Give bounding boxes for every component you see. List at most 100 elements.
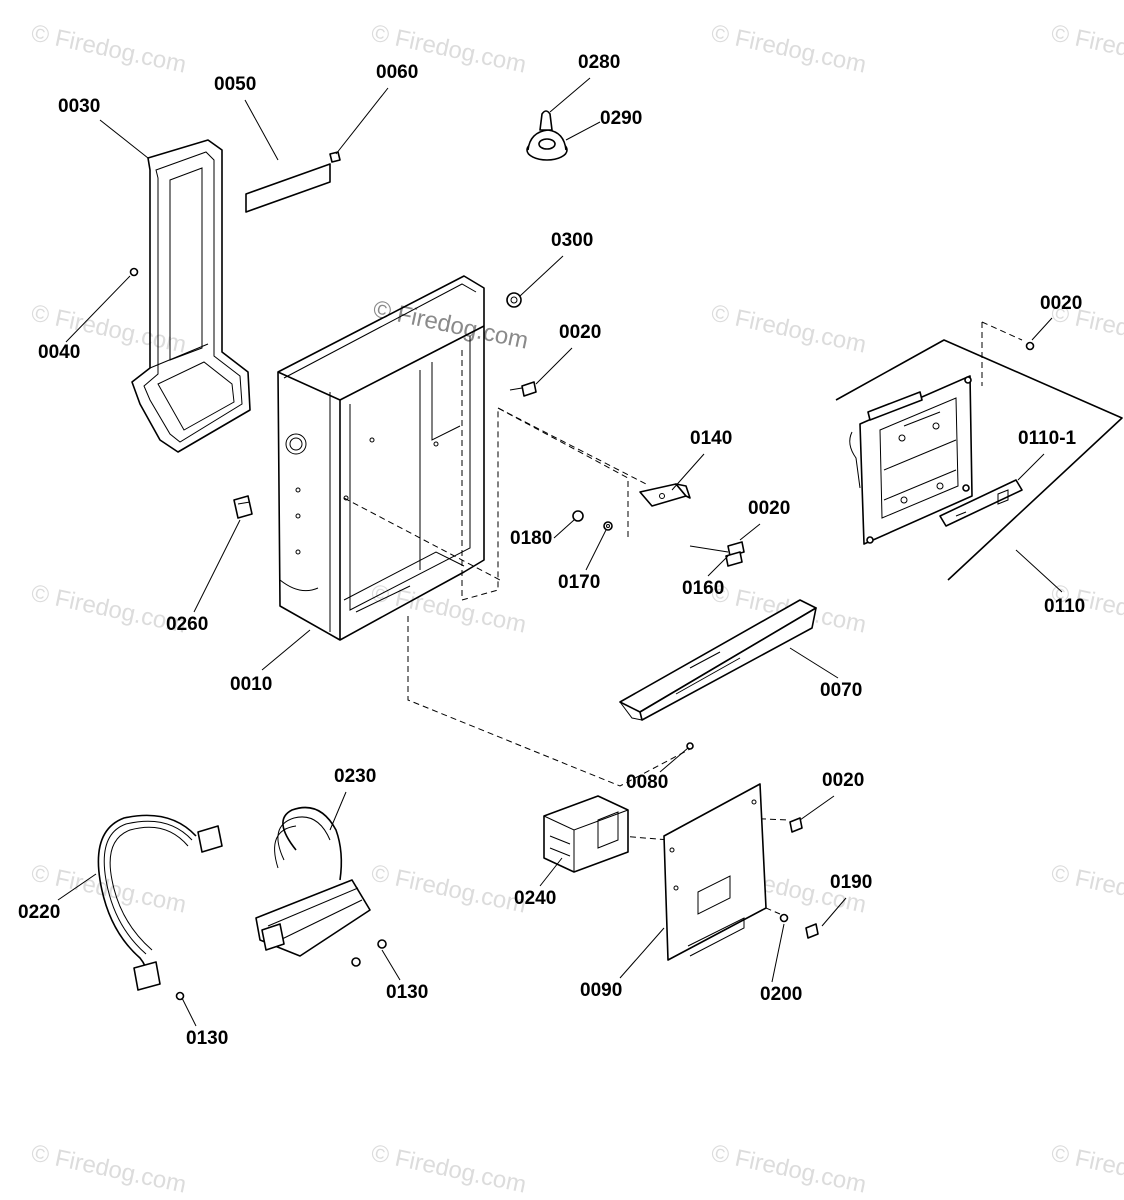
leader-line: [553, 519, 575, 539]
part-0070-channel: [619, 599, 817, 721]
part-label-0280: 0280: [578, 52, 620, 73]
part-0130-screws-b: [351, 939, 387, 967]
part-label-0240: 0240: [514, 888, 556, 909]
part-0300-nut: [506, 292, 522, 308]
part-label-0300: 0300: [551, 230, 593, 251]
part-0060-clip: [329, 151, 341, 163]
part-label-0140: 0140: [690, 428, 732, 449]
part-0240-relay: [543, 795, 629, 873]
part-label-0170: 0170: [558, 572, 600, 593]
part-label-0020: 0020: [748, 498, 790, 519]
leader-line: [565, 121, 601, 141]
leader-line: [535, 347, 573, 385]
leader-line: [244, 99, 279, 161]
part-label-0180: 0180: [510, 528, 552, 549]
leader-line: [1017, 453, 1045, 481]
part-0220-harness: [97, 814, 223, 991]
part-label-0190: 0190: [830, 872, 872, 893]
leader-line: [539, 857, 563, 887]
watermark-center: © Firedog.com: [371, 295, 531, 354]
part-label-0080: 0080: [626, 772, 668, 793]
part-label-0110: 0110: [1044, 596, 1085, 617]
part-label-0220: 0220: [18, 902, 60, 923]
part-label-0040: 0040: [38, 342, 80, 363]
part-label-0060: 0060: [376, 62, 418, 83]
part-0230-harness: [255, 806, 371, 957]
watermark: © Firedog.com: [709, 1139, 869, 1198]
leader-line: [193, 519, 241, 613]
leader-line: [329, 791, 347, 831]
watermark-layer: © Firedog.com © Firedog.com © Firedog.com ©…: [29, 19, 1124, 1198]
part-0010-housing: [277, 275, 485, 641]
leader-line: [771, 923, 785, 983]
part-0050-gasket: [245, 163, 331, 213]
part-0160-screws: [689, 541, 745, 567]
leader-line: [585, 529, 607, 571]
part-0020-screw-a: [509, 381, 537, 397]
part-label-0290: 0290: [600, 108, 642, 129]
part-0170-washer: [603, 521, 613, 531]
leader-line: [739, 523, 761, 541]
part-label-0070: 0070: [820, 680, 862, 701]
part-label-0200: 0200: [760, 984, 802, 1005]
part-0290-knob: [526, 129, 568, 161]
part-labels: 0030 0050 0060 0280 0290 0300 0020 0040 0020 0140…: [18, 52, 1085, 1049]
part-label-0020: 0020: [822, 770, 864, 791]
part-label-0090: 0090: [580, 980, 622, 1001]
leader-line: [549, 77, 591, 113]
watermark: © Firedog.com: [709, 19, 869, 78]
leader-line: [1031, 317, 1053, 341]
part-0140-bracket: [639, 483, 691, 507]
watermark: © Firedog.com: [1049, 19, 1124, 78]
watermark: © Firedog.com: [369, 859, 529, 918]
part-label-0030: 0030: [58, 96, 100, 117]
leader-line: [335, 87, 389, 155]
leader-line: [1015, 549, 1063, 593]
leader-line: [707, 555, 729, 577]
part-label-0130: 0130: [386, 982, 428, 1003]
part-label-0260: 0260: [166, 614, 208, 635]
part-0020-screw-plate: [789, 817, 803, 833]
part-0190-screw: [805, 923, 819, 939]
watermark: © Firedog.com: [1049, 859, 1124, 918]
part-0110-1-bezel: [939, 479, 1023, 527]
leader-line: [519, 255, 564, 297]
leader-line: [799, 795, 835, 821]
part-0200-washer: [779, 913, 789, 923]
watermark: © Firedog.com: [709, 299, 869, 358]
watermark: © Firedog.com: [29, 19, 189, 78]
leader-line: [65, 275, 131, 343]
part-0040-screw: [129, 267, 139, 277]
part-0130-screw-a: [175, 991, 185, 1001]
leader-line: [381, 949, 401, 981]
part-label-0050: 0050: [214, 74, 256, 95]
part-label-0110-1: 0110-1: [1018, 428, 1077, 449]
part-label-0010: 0010: [230, 674, 272, 695]
part-0020-screw-panel: [1025, 341, 1035, 351]
leader-line: [619, 927, 665, 979]
part-label-0130: 0130: [186, 1028, 228, 1049]
part-label-0020: 0020: [559, 322, 601, 343]
part-0280-bulb: [539, 110, 553, 131]
leader-line: [671, 453, 705, 491]
part-0260-clip: [233, 495, 253, 519]
part-0090-cover-plate: [663, 783, 767, 961]
part-0110-control-panel: [835, 339, 1123, 581]
leader-line: [181, 997, 197, 1027]
leader-line: [99, 119, 149, 159]
leader-line: [659, 747, 689, 773]
part-label-0160: 0160: [682, 578, 724, 599]
part-0180-nut: [572, 510, 584, 522]
watermark: © Firedog.com: [1049, 1139, 1124, 1198]
leader-line: [57, 873, 97, 901]
leader-lines: [57, 77, 1063, 1027]
watermark: © Firedog.com: [29, 579, 189, 638]
watermark: © Firedog.com: [29, 1139, 189, 1198]
part-0030-duct: [131, 139, 251, 453]
leader-line: [821, 897, 847, 927]
leader-line: [789, 647, 839, 679]
part-label-0020: 0020: [1040, 293, 1082, 314]
part-label-0230: 0230: [334, 766, 376, 787]
leader-line: [261, 629, 311, 671]
